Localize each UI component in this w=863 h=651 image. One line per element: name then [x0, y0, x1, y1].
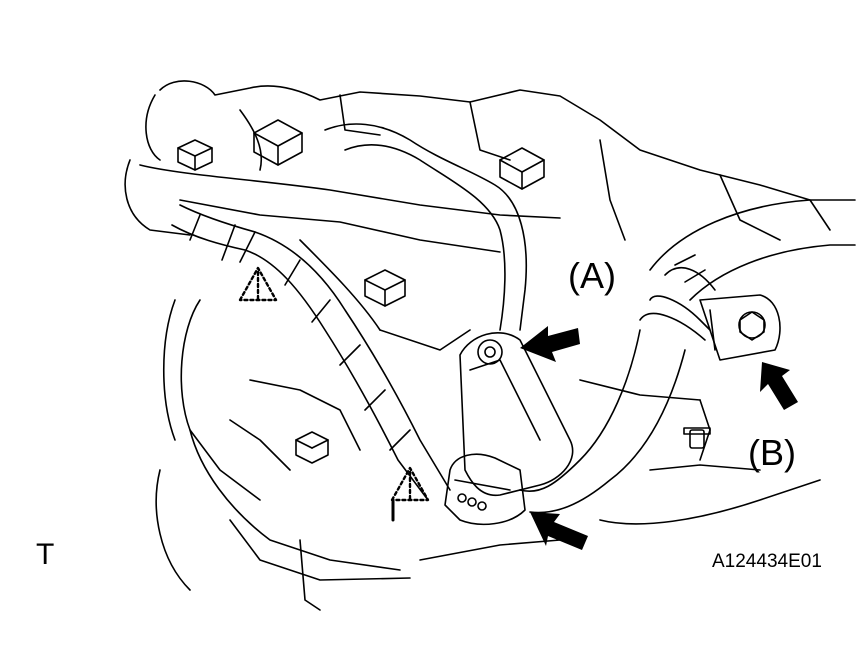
figure-id: A124434E01 [712, 551, 822, 572]
bolt-middle [364, 269, 406, 307]
arrow-icon-connector [530, 512, 588, 550]
bolt-heads [177, 119, 766, 464]
arrow-icon-a [520, 326, 580, 362]
callout-label-b: (B) [748, 432, 796, 473]
callout-label-a: (A) [568, 255, 616, 296]
arrow-icon-b [760, 362, 798, 410]
vacuum-hose-left [171, 204, 451, 501]
bolt-top-right [499, 147, 545, 190]
bolt-bracket-b [738, 311, 766, 341]
bolt-top-left [177, 139, 213, 171]
view-marker: T [36, 538, 55, 571]
upper-hose [324, 123, 528, 331]
hose-b [519, 199, 856, 514]
bolt-top-center [253, 119, 303, 166]
arrow-icons [520, 326, 798, 550]
bracket-b [699, 294, 781, 361]
bolt-small-right [683, 427, 711, 449]
sensor-assembly [444, 331, 574, 526]
clip-release-markers [238, 266, 430, 502]
engine-block-outline [124, 80, 831, 611]
bolt-lower-left [295, 431, 329, 464]
